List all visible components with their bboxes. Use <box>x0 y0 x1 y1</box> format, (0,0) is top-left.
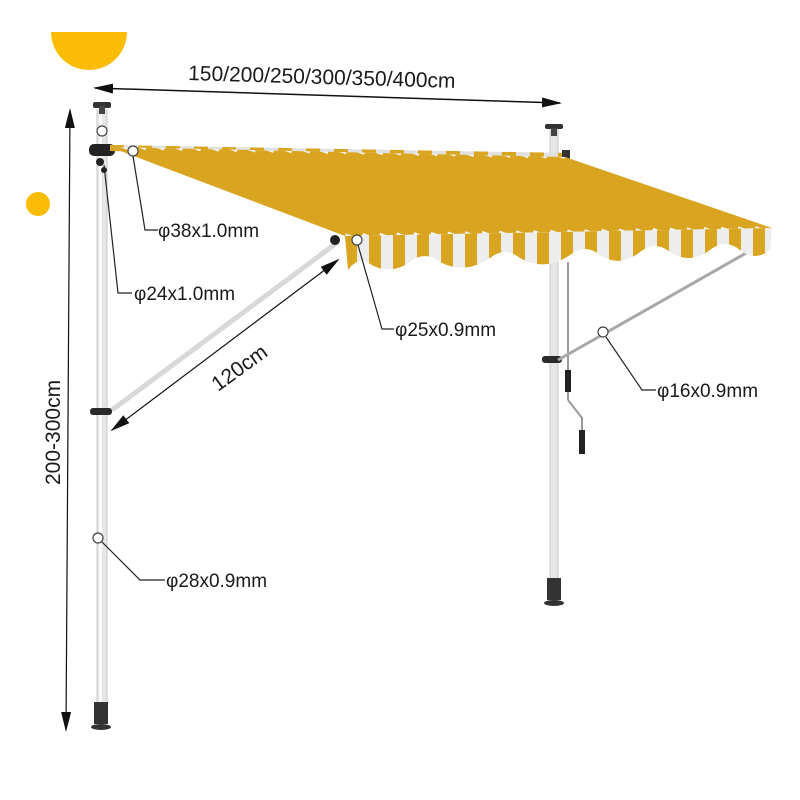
callout-front-bar: φ25x0.9mm <box>351 234 496 341</box>
callout-support-arm: φ16x0.9mm <box>597 326 758 402</box>
width-dimension-arrow <box>93 83 562 108</box>
height-dimension-arrow <box>61 108 75 732</box>
front-bar-endcap <box>330 235 340 245</box>
svg-text:φ24x1.0mm: φ24x1.0mm <box>134 284 235 305</box>
left-pole <box>89 102 115 730</box>
projection-dimension-arrow <box>110 258 340 432</box>
crank-handle <box>565 262 585 454</box>
dot-icon <box>26 192 50 216</box>
callout-inner-pole: φ24x1.0mm <box>96 125 235 305</box>
svg-text:φ16x0.9mm: φ16x0.9mm <box>657 381 758 402</box>
height-dimension-label: 200-300cm <box>42 380 65 485</box>
svg-text:φ28x0.9mm: φ28x0.9mm <box>166 571 267 592</box>
right-support-arm <box>557 246 756 362</box>
width-dimension-label: 150/200/250/300/350/400cm <box>188 62 456 93</box>
callout-roller-tube: φ38x1.0mm <box>127 145 259 242</box>
projection-dimension-label: 120cm <box>207 340 272 396</box>
right-pole <box>542 124 564 606</box>
callout-outer-pole: φ28x0.9mm <box>92 532 267 592</box>
svg-text:φ38x1.0mm: φ38x1.0mm <box>158 221 259 242</box>
half-circle-icon <box>51 32 127 70</box>
svg-text:φ25x0.9mm: φ25x0.9mm <box>395 320 496 341</box>
